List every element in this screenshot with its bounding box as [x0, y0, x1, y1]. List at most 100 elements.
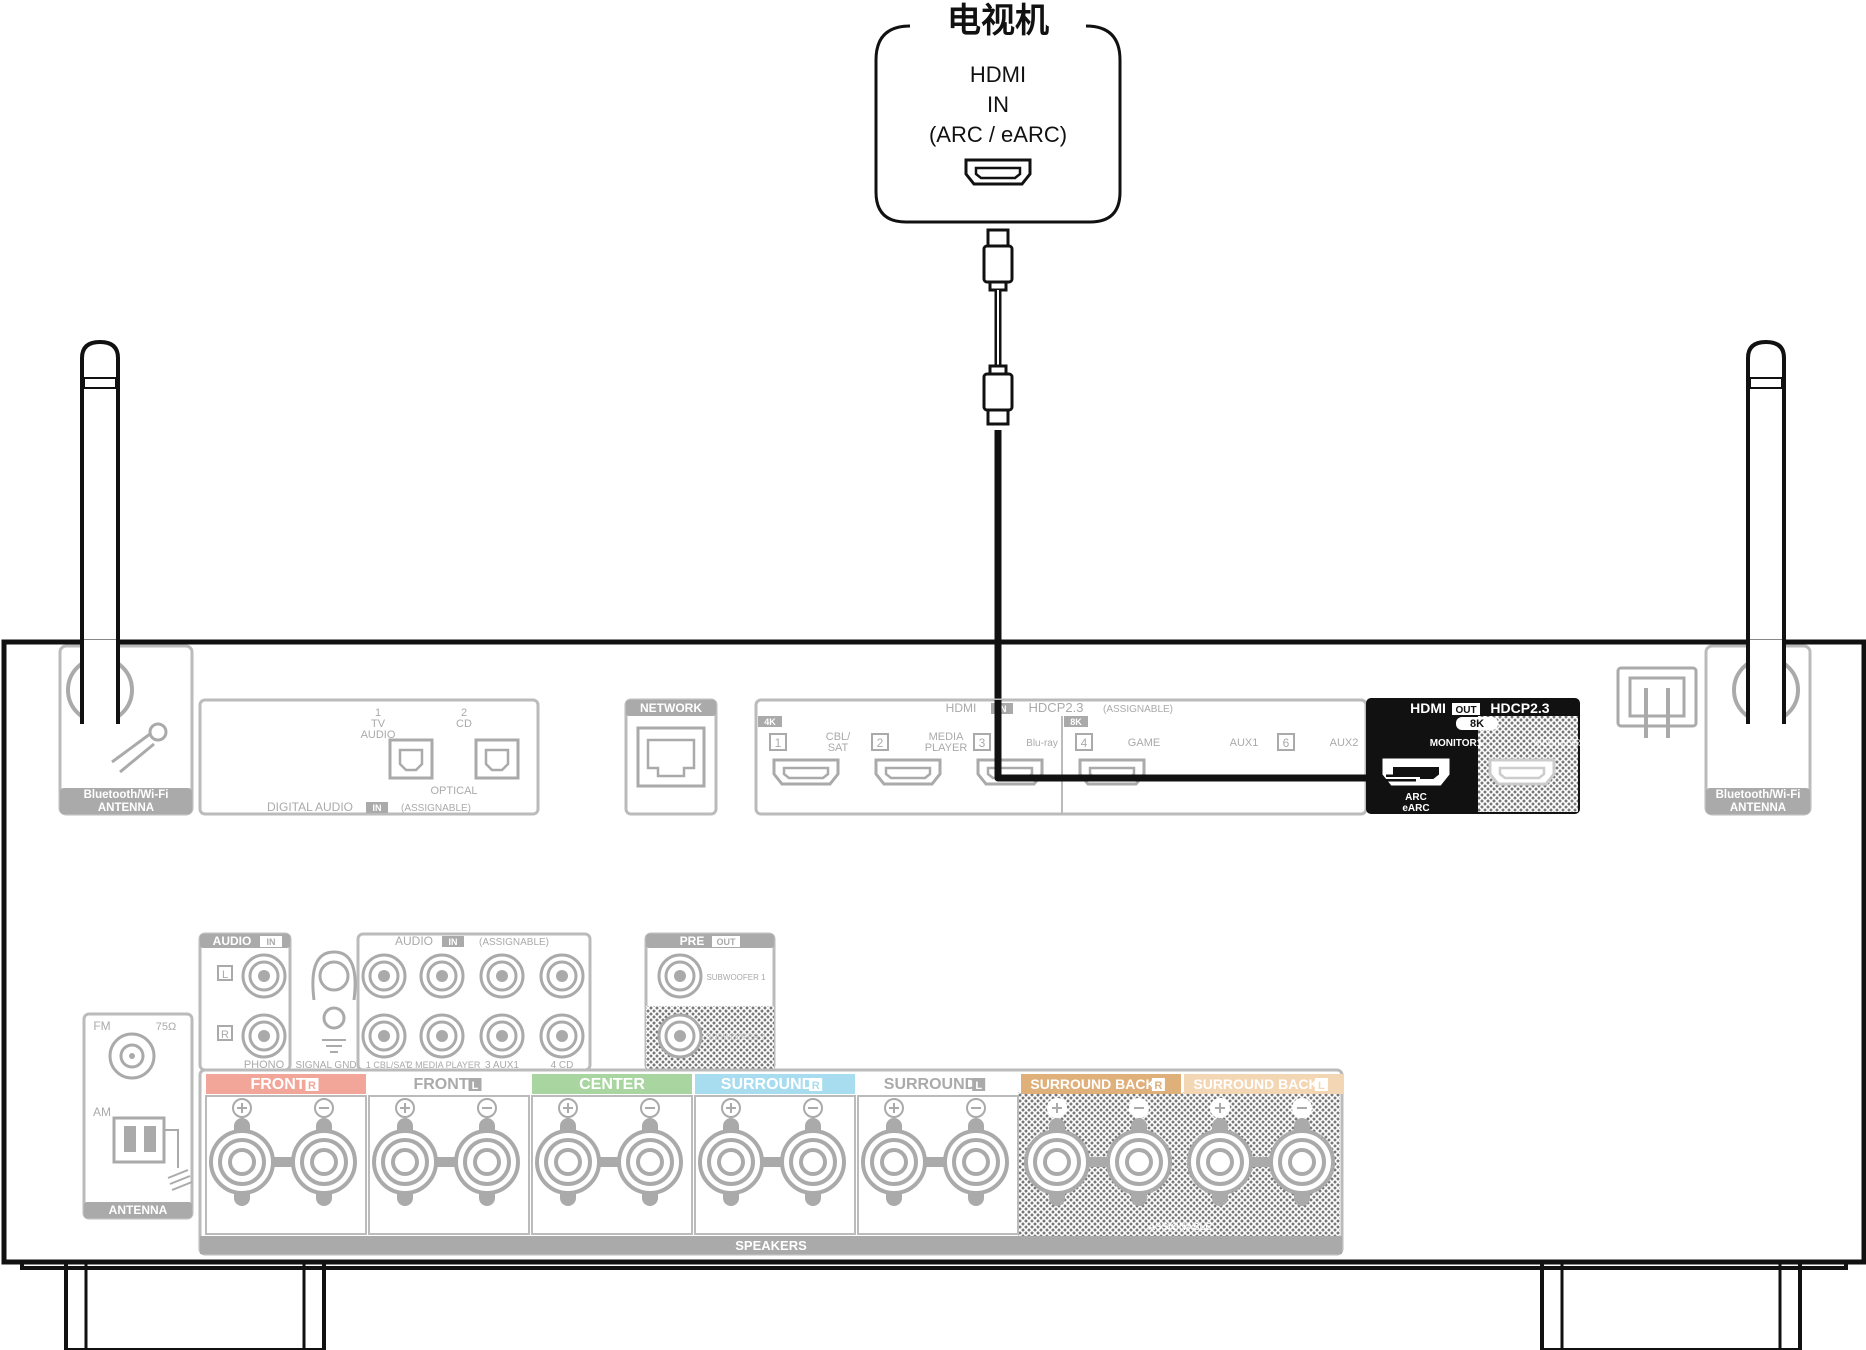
digital-in1-label1: TV [371, 718, 386, 730]
network-port[interactable] [636, 726, 706, 788]
speaker-group-6-plus-terminal[interactable] [1024, 1129, 1090, 1195]
hdmi-in-assignable: (ASSIGNABLE) [1103, 704, 1173, 715]
audio-in1-l-jack[interactable] [361, 953, 407, 999]
audio-in-badge: IN [267, 937, 276, 947]
speaker-group-3-minus-terminal[interactable] [617, 1129, 683, 1195]
fm-am-antenna-panel: FM 75Ω AM ANTENNA [82, 1012, 194, 1220]
speaker-group-2-minus-terminal[interactable] [454, 1129, 520, 1195]
hdmi-in2-port[interactable] [874, 758, 942, 786]
phono-l-jack[interactable] [241, 953, 287, 999]
audio-in3-r-jack[interactable] [479, 1013, 525, 1059]
optical-label: OPTICAL [430, 785, 477, 797]
fm-label: FM [93, 1019, 110, 1033]
network-panel: NETWORK [624, 698, 718, 816]
speaker-group-6-minus-terminal[interactable] [1106, 1129, 1172, 1195]
optical-port-2[interactable] [474, 738, 520, 780]
subwoofer2-jack[interactable] [657, 1013, 703, 1059]
audio-in-input3-label: 3 AUX1 [485, 1060, 519, 1071]
audio-in4-r-jack[interactable] [539, 1013, 585, 1059]
speaker-group-5-minus-terminal[interactable] [943, 1129, 1009, 1195]
speaker-group-4-plus-terminal[interactable] [698, 1129, 764, 1195]
right-antenna-label-2: ANTENNA [1730, 802, 1786, 814]
digital-audio-label: DIGITAL AUDIO [267, 800, 353, 814]
hdmi-in2-label2: PLAYER [925, 742, 968, 754]
audio-in-assignable-panel: AUDIO IN (ASSIGNABLE) 1 CBL/SAT 2 MEDIA … [356, 932, 592, 1072]
audio-in-input4-label: 4 CD [551, 1060, 574, 1071]
hdmi-out-badge: OUT [1455, 705, 1476, 716]
speaker-group-1-name: FRONT [250, 1076, 305, 1093]
subwoofer1-label: SUBWOOFER 1 [706, 973, 766, 982]
speaker-group-3-plus-terminal[interactable] [535, 1129, 601, 1195]
digital-audio-in-badge: IN [373, 803, 382, 813]
audio-in-l-label: L [222, 969, 228, 981]
hdmi-in3-num: 3 [979, 736, 986, 750]
digital-in2-num: 2 [461, 707, 467, 719]
speaker-group-1-plus-terminal[interactable] [209, 1129, 275, 1195]
audio-in2-badge: IN [449, 937, 458, 947]
hdmi-in1-port[interactable] [772, 758, 840, 786]
tv-device: 电视机 HDMI IN (ARC / eARC) [874, 2, 1122, 224]
speaker-group-1-side: R [308, 1080, 316, 1092]
speaker-group-7-name: SURROUND BACK [1193, 1076, 1318, 1092]
optical-port-1[interactable] [388, 738, 434, 780]
speaker-group-5-plus-terminal[interactable] [861, 1129, 927, 1195]
am-label: AM [93, 1105, 111, 1119]
tv-port-line1: HDMI [970, 62, 1026, 87]
left-antenna [80, 339, 120, 640]
speaker-group-7-plus-terminal[interactable] [1187, 1129, 1253, 1195]
signal-gnd-terminal[interactable]: SIGNAL GND [295, 950, 357, 1071]
tv-hdmi-in-port[interactable] [964, 158, 1032, 186]
speaker-group-2: FRONT L [368, 1074, 530, 1235]
speaker-group-2-side: L [472, 1080, 479, 1092]
speaker-group-5-name: SURROUND [884, 1076, 976, 1093]
digital-audio-assignable: (ASSIGNABLE) [401, 803, 471, 814]
hdmi-out-monitor2-port[interactable] [1488, 758, 1556, 786]
phono-r-jack[interactable] [241, 1013, 287, 1059]
hdmi-out-arc-label: ARC [1405, 792, 1427, 803]
digital-in2-label1: CD [456, 718, 472, 730]
audio-in-input2-label: 2 MEDIA PLAYER [408, 1060, 481, 1070]
audio-in2-r-jack[interactable] [419, 1013, 465, 1059]
power-inlet [1616, 666, 1698, 738]
left-antenna-label-1: Bluetooth/Wi-Fi [84, 789, 169, 801]
fm-antenna-jack[interactable] [108, 1032, 156, 1080]
speaker-group-7-minus-terminal[interactable] [1269, 1129, 1335, 1195]
hdmi-in-label: HDMI [946, 701, 977, 715]
tv-port-line2: IN [987, 92, 1009, 117]
subwoofer1-jack[interactable] [657, 953, 703, 999]
speaker-group-2-name: FRONT [413, 1076, 468, 1093]
audio-in2-assignable: (ASSIGNABLE) [479, 937, 549, 948]
speaker-group-2-plus-terminal[interactable] [372, 1129, 438, 1195]
hdmi-in-4k-badge: 4K [764, 717, 776, 727]
audio-in2-l-jack[interactable] [419, 953, 465, 999]
left-antenna-bay: Bluetooth/Wi-Fi ANTENNA [58, 640, 194, 816]
cable-plug-bottom-tip [986, 408, 1010, 426]
speaker-group-4-minus-terminal[interactable] [780, 1129, 846, 1195]
audio-in1-r-jack[interactable] [361, 1013, 407, 1059]
hdmi-out-monitor2-label: MONITOR2 [1534, 738, 1587, 749]
speaker-group-4-name: SURROUND [721, 1076, 813, 1093]
digital-in1-num: 1 [375, 707, 381, 719]
speaker-group-6-side: R [1154, 1080, 1162, 1092]
left-antenna-label-2: ANTENNA [98, 802, 154, 814]
cable-plug-top-tip [986, 228, 1010, 248]
hdmi-out-label: HDMI [1410, 700, 1446, 716]
hdmi-in4-num: 4 [1081, 736, 1088, 750]
speaker-group-5-side: L [975, 1080, 982, 1092]
hdmi-out-panel: HDMI OUT HDCP2.3 8K MONITOR1 MONITOR2 AR… [1366, 698, 1587, 814]
hdmi-in-panel: HDMI IN HDCP2.3 (ASSIGNABLE) 4K 8K 1 CBL… [754, 698, 1368, 816]
speaker-group-1-minus-terminal[interactable] [291, 1129, 357, 1195]
hdmi-in3-label: Blu-ray [1026, 738, 1058, 749]
hdmi-in2-label1: MEDIA [929, 731, 965, 743]
audio-in4-l-jack[interactable] [539, 953, 585, 999]
am-antenna-terminal[interactable] [112, 1116, 193, 1191]
audio-in3-l-jack[interactable] [479, 953, 525, 999]
audio-in2-label: AUDIO [395, 934, 433, 948]
tv-title: 电视机 [947, 2, 1049, 40]
